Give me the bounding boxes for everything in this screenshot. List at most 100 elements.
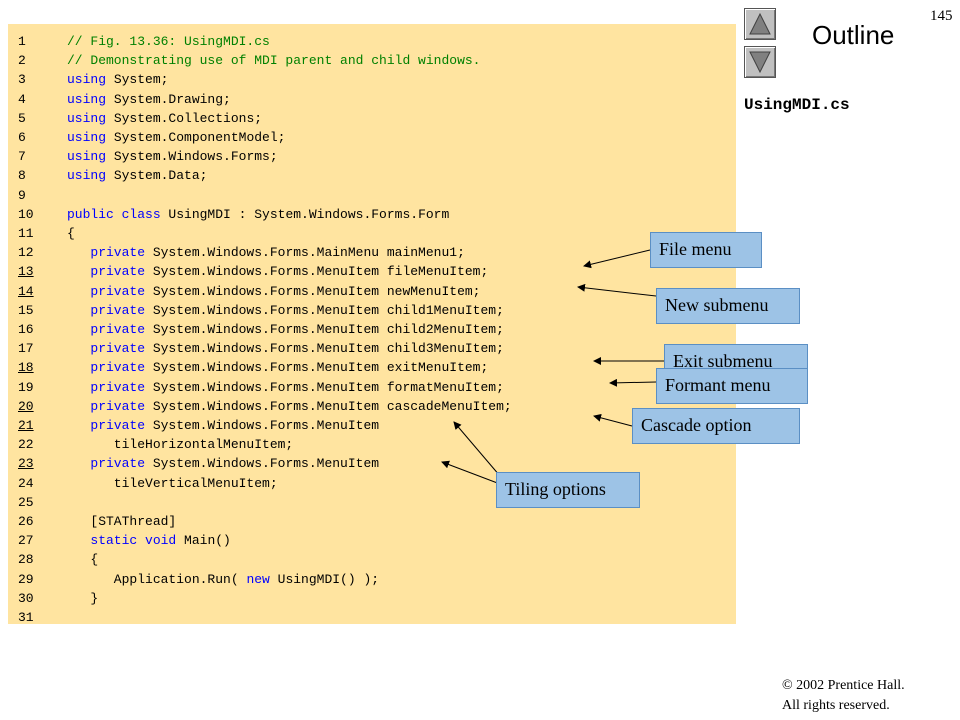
code-line: 26 [STAThread] bbox=[8, 512, 736, 531]
code-text: using System; bbox=[67, 70, 168, 89]
code-text: // Fig. 13.36: UsingMDI.cs bbox=[67, 32, 270, 51]
code-text: tileVerticalMenuItem; bbox=[67, 474, 278, 493]
code-token: System.Windows.Forms.MenuItem bbox=[145, 456, 380, 472]
code-keyword: using bbox=[67, 168, 107, 184]
code-text: private System.Windows.Forms.MenuItem bbox=[67, 416, 379, 435]
line-number[interactable]: 21 bbox=[18, 418, 34, 433]
code-token: System.Windows.Forms.MenuItem cascadeMen… bbox=[145, 398, 512, 414]
code-token bbox=[67, 284, 90, 299]
code-token: System.Drawing; bbox=[106, 91, 231, 107]
line-number: 29 bbox=[18, 571, 34, 587]
code-line: 22 tileHorizontalMenuItem; bbox=[8, 435, 736, 454]
code-comment: // Fig. 13.36: UsingMDI.cs bbox=[67, 34, 270, 49]
line-number[interactable]: 13 bbox=[18, 264, 34, 280]
code-line: 30 } bbox=[8, 589, 736, 608]
line-number: 4 bbox=[18, 91, 26, 107]
code-token: System.Windows.Forms.MenuItem bbox=[145, 418, 380, 433]
line-number: 16 bbox=[18, 322, 34, 337]
code-token: System.Windows.Forms.MenuItem child3Menu… bbox=[145, 341, 504, 357]
code-token: System.Windows.Forms.MenuItem newMenuIte… bbox=[145, 283, 481, 299]
code-text: using System.Drawing; bbox=[67, 90, 231, 109]
code-line: 21 private System.Windows.Forms.MenuItem bbox=[8, 416, 736, 435]
code-line: 12 private System.Windows.Forms.MainMenu… bbox=[8, 243, 736, 262]
line-number: 8 bbox=[18, 168, 26, 184]
code-token: System.Windows.Forms.MenuItem child1Menu… bbox=[145, 302, 504, 318]
line-number: 6 bbox=[18, 130, 26, 145]
code-token bbox=[67, 303, 90, 318]
code-line: 11{ bbox=[8, 224, 736, 243]
code-text: { bbox=[67, 550, 98, 569]
code-line: 2// Demonstrating use of MDI parent and … bbox=[8, 51, 736, 70]
code-keyword: private bbox=[90, 264, 146, 280]
line-number: 25 bbox=[18, 494, 34, 510]
code-text: } bbox=[67, 589, 98, 608]
code-text: using System.Data; bbox=[67, 166, 207, 185]
code-line: 3 using System; bbox=[8, 70, 736, 89]
code-token: System.Data; bbox=[106, 168, 208, 184]
line-number: 1 bbox=[18, 34, 26, 49]
line-number[interactable]: 14 bbox=[18, 283, 34, 299]
code-token: tileVerticalMenuItem; bbox=[67, 475, 278, 491]
code-text: [STAThread] bbox=[67, 512, 176, 531]
callout-file-menu: File menu bbox=[650, 232, 762, 268]
line-number: 3 bbox=[18, 72, 26, 88]
code-keyword: private bbox=[90, 418, 146, 433]
line-number: 28 bbox=[18, 552, 34, 568]
code-text: private System.Windows.Forms.MenuItem ca… bbox=[67, 397, 512, 416]
line-number: 19 bbox=[18, 379, 34, 395]
code-keyword: static void bbox=[90, 533, 177, 549]
line-number[interactable]: 18 bbox=[18, 360, 34, 376]
code-token bbox=[67, 360, 90, 375]
code-line: 4 using System.Drawing; bbox=[8, 90, 736, 109]
code-token: { bbox=[67, 226, 75, 241]
code-text: public class UsingMDI : System.Windows.F… bbox=[67, 205, 449, 224]
code-line: 9 bbox=[8, 186, 736, 205]
code-keyword: new bbox=[246, 571, 270, 587]
code-token bbox=[67, 380, 90, 395]
code-token: Main() bbox=[176, 533, 231, 549]
code-token: UsingMDI : System.Windows.Forms.Form bbox=[160, 206, 450, 222]
previous-slide-button[interactable] bbox=[744, 8, 776, 40]
code-token bbox=[67, 399, 90, 414]
code-token: System; bbox=[106, 72, 169, 88]
code-line: 20 private System.Windows.Forms.MenuItem… bbox=[8, 397, 736, 416]
code-keyword: using bbox=[67, 110, 107, 126]
line-number: 15 bbox=[18, 302, 34, 318]
line-number: 22 bbox=[18, 437, 34, 453]
code-token bbox=[67, 341, 90, 356]
code-line: 18 private System.Windows.Forms.MenuItem… bbox=[8, 358, 736, 377]
code-token bbox=[67, 322, 90, 337]
next-slide-button[interactable] bbox=[744, 46, 776, 78]
code-keyword: using bbox=[67, 72, 107, 88]
code-token bbox=[67, 418, 90, 433]
code-line: 14 private System.Windows.Forms.MenuItem… bbox=[8, 282, 736, 301]
code-text: private System.Windows.Forms.MenuItem ch… bbox=[67, 301, 504, 320]
code-token: System.Windows.Forms.MenuItem formatMenu… bbox=[145, 379, 504, 395]
line-number[interactable]: 20 bbox=[18, 398, 34, 414]
line-number[interactable]: 23 bbox=[18, 456, 34, 472]
code-keyword: private bbox=[90, 456, 146, 472]
code-text: private System.Windows.Forms.MenuItem ch… bbox=[67, 320, 503, 339]
code-line: 25 bbox=[8, 493, 736, 512]
code-text: private System.Windows.Forms.MainMenu ma… bbox=[67, 243, 464, 262]
callout-tiling-options: Tiling options bbox=[496, 472, 640, 508]
line-number: 12 bbox=[18, 245, 34, 261]
code-line: 8 using System.Data; bbox=[8, 166, 736, 185]
callout-exit-submenu: Exit submenu bbox=[664, 344, 808, 370]
code-token: } bbox=[67, 590, 99, 606]
code-text: using System.Collections; bbox=[67, 109, 262, 128]
code-token: System.ComponentModel; bbox=[106, 130, 286, 145]
code-line: 23 private System.Windows.Forms.MenuItem bbox=[8, 454, 736, 473]
callout-cascade-option: Cascade option bbox=[632, 408, 800, 444]
copyright-line-2: All rights reserved. bbox=[782, 698, 890, 713]
code-keyword: public class bbox=[67, 206, 161, 222]
line-number: 9 bbox=[18, 187, 26, 203]
code-line: 29 Application.Run( new UsingMDI() ); bbox=[8, 570, 736, 589]
code-keyword: private bbox=[90, 398, 146, 414]
code-token: System.Windows.Forms.MenuItem fileMenuIt… bbox=[145, 264, 489, 280]
line-number: 26 bbox=[18, 514, 34, 529]
code-text: private System.Windows.Forms.MenuItem bbox=[67, 454, 379, 473]
code-line: 16 private System.Windows.Forms.MenuItem… bbox=[8, 320, 736, 339]
